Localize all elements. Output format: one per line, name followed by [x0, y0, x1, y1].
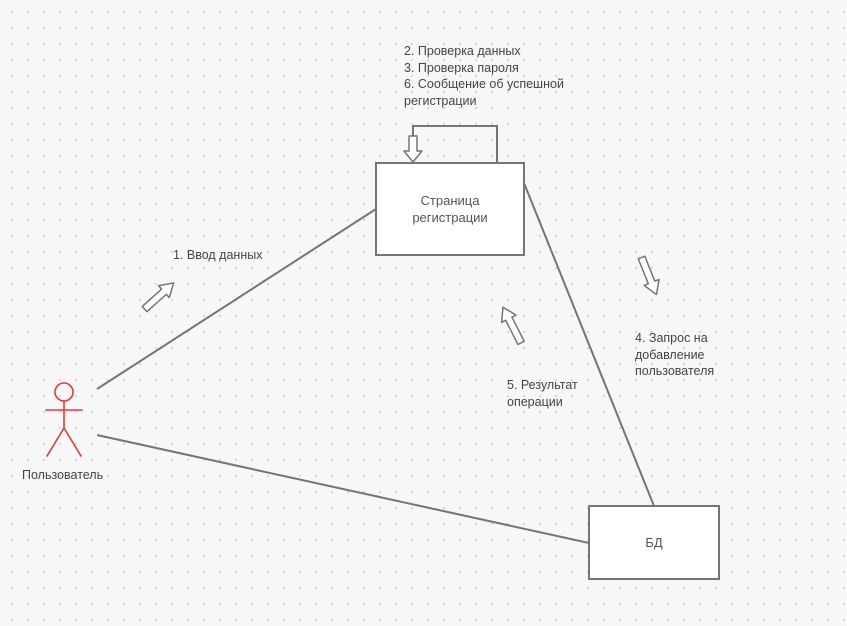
- self-loop-connector[interactable]: [412, 125, 498, 163]
- self-loop-label: 2. Проверка данных 3. Проверка пароля 6.…: [404, 44, 564, 108]
- step5-label: 5. Результат операции: [507, 378, 578, 409]
- step1-label: 1. Ввод данных: [173, 248, 263, 262]
- registration-page-node[interactable]: Страница регистрации: [375, 162, 525, 256]
- database-node[interactable]: БД: [588, 505, 720, 580]
- connector-user-db[interactable]: [96, 434, 590, 544]
- self-loop-arrow-icon: [403, 135, 423, 163]
- connector-page-db[interactable]: [523, 182, 655, 507]
- arrow-step1-icon: [141, 282, 175, 313]
- actor-label: Пользователь: [22, 468, 104, 482]
- actor-user-icon[interactable]: [45, 382, 83, 457]
- connector-user-page[interactable]: [96, 208, 377, 390]
- step4-label: 4. Запрос на добавление пользователя: [635, 331, 715, 378]
- arrow-step5-icon: [500, 306, 525, 346]
- arrow-step4-icon: [637, 255, 660, 296]
